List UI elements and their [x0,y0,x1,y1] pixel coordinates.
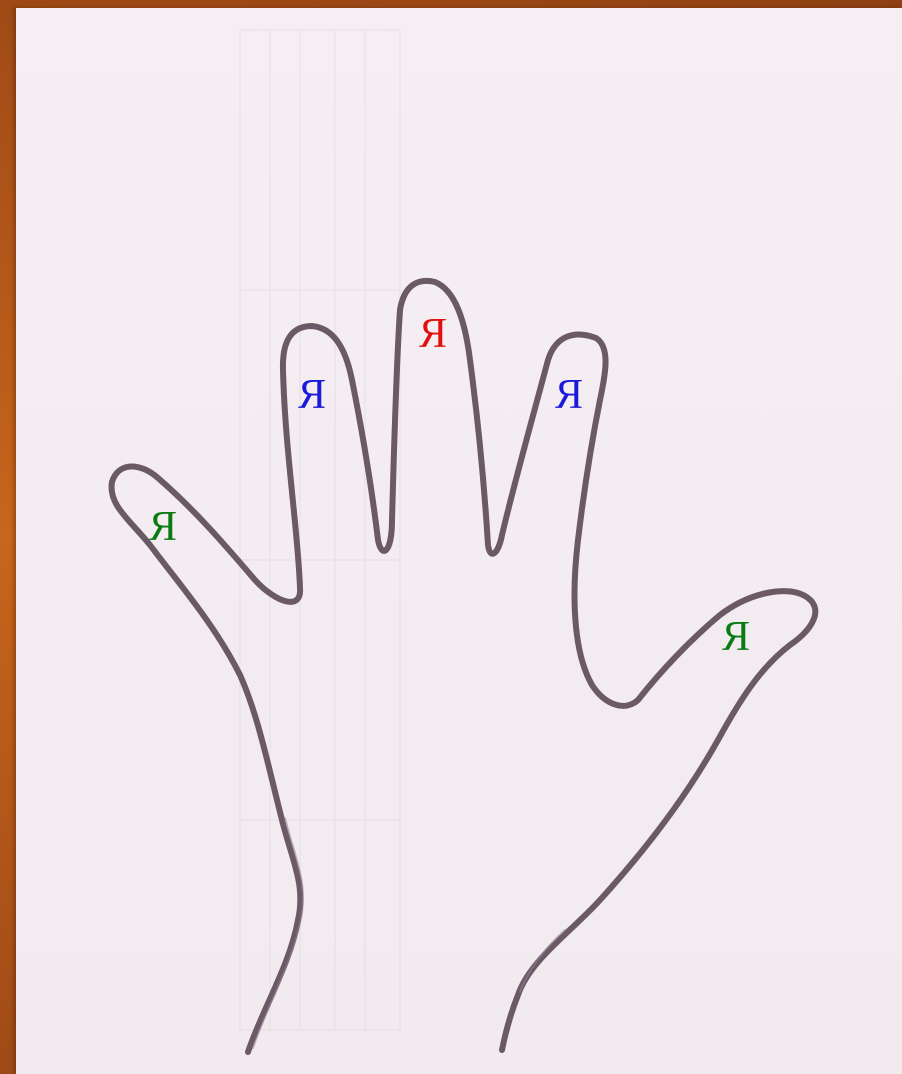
index-finger-letter: Я [298,374,326,416]
pinky-letter: Я [722,616,750,658]
thumb-letter: Я [149,506,177,548]
paper-sheet: Я Я Я Я Я [16,8,902,1074]
hand-outline [112,281,816,1052]
ring-finger-letter: Я [555,374,583,416]
middle-finger-letter: Я [419,313,447,355]
